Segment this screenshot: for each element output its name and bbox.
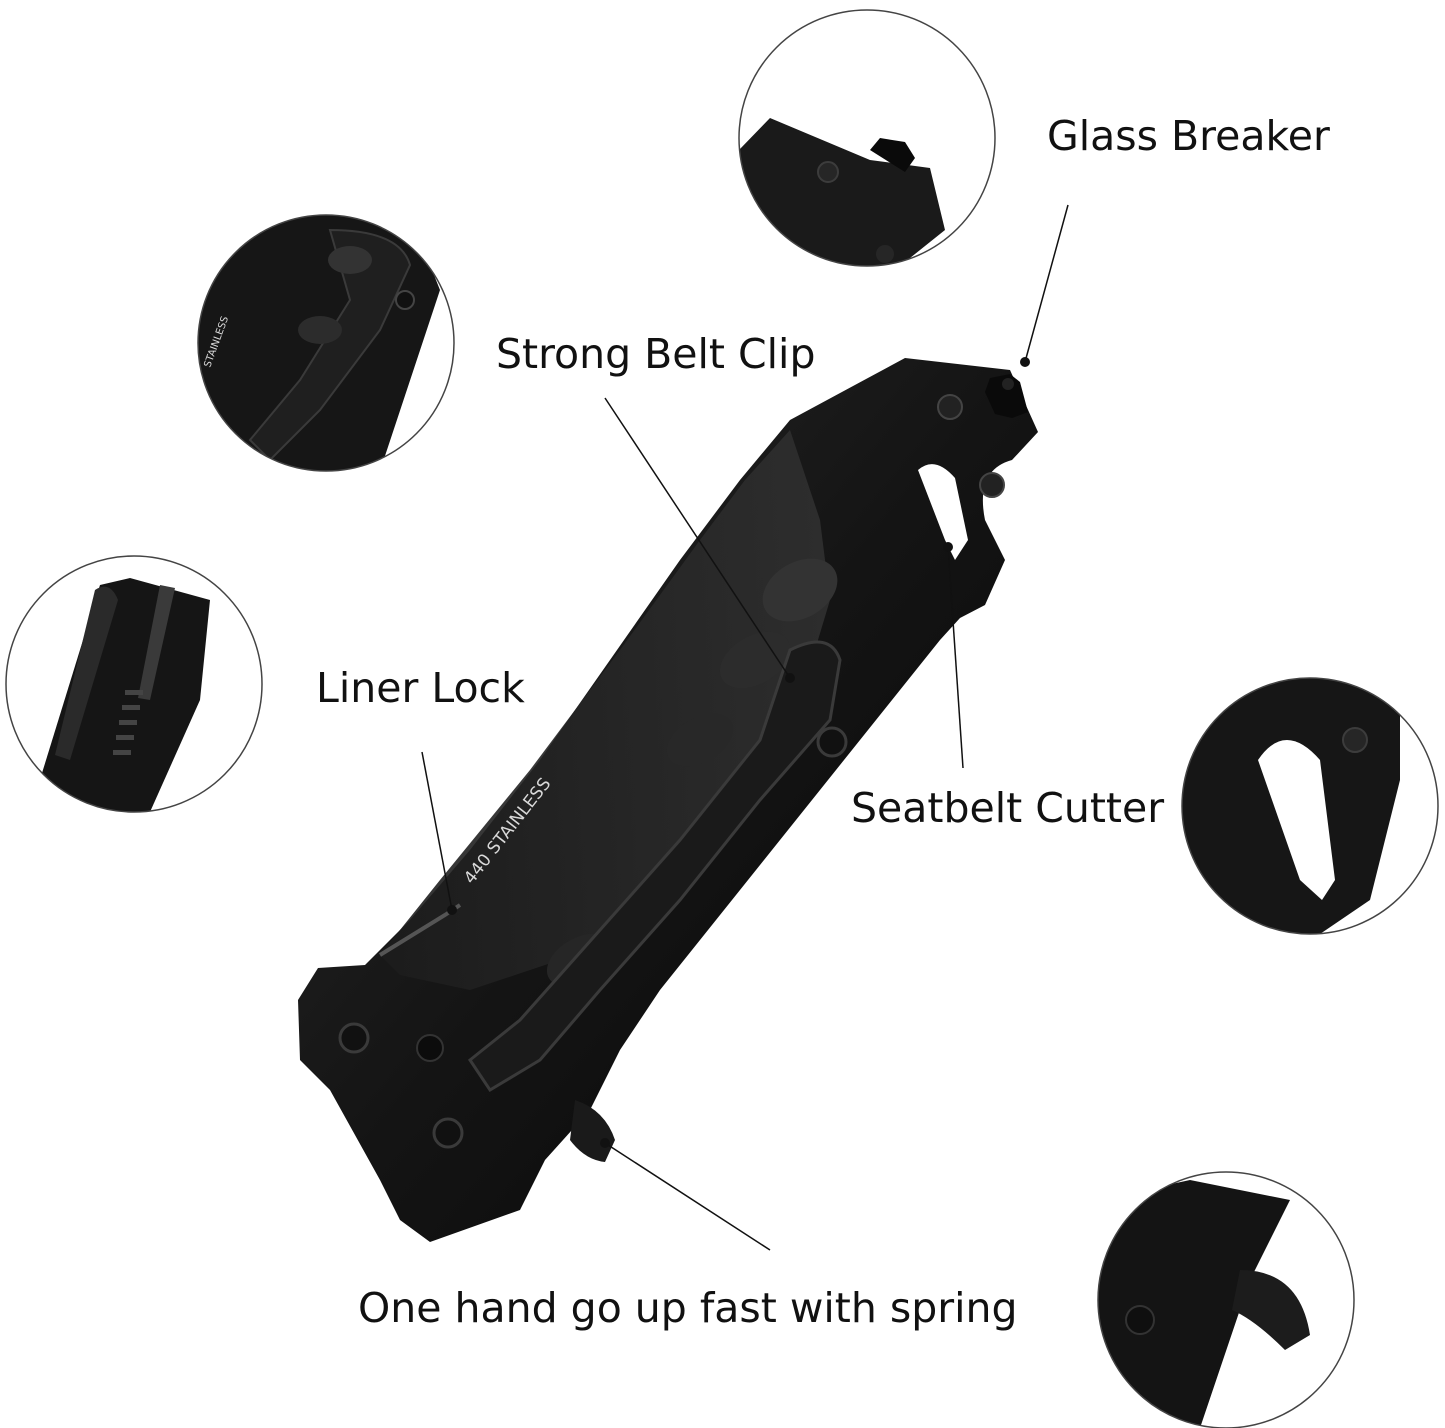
leader-dots	[447, 357, 1030, 1148]
detail-circle-seatbelt-cutter	[1181, 677, 1439, 935]
label-spring: One hand go up fast with spring	[358, 1284, 1018, 1332]
leader-lines	[421, 204, 1069, 1251]
label-liner-lock: Liner Lock	[316, 664, 525, 712]
detail-circle-belt-clip: STAINLESS	[197, 214, 455, 472]
knife-icon: 440 STAINLESS	[298, 358, 1038, 1242]
detail-circle-flipper	[1097, 1171, 1355, 1428]
knife-blade	[380, 430, 830, 990]
belt-clip-icon	[467, 640, 842, 1093]
flipper-spring-icon	[570, 1100, 615, 1162]
label-seatbelt-cutter: Seatbelt Cutter	[851, 784, 1165, 832]
detail-circle-liner-lock	[5, 555, 263, 813]
label-belt-clip: Strong Belt Clip	[496, 330, 816, 378]
label-glass-breaker: Glass Breaker	[1047, 112, 1330, 160]
seatbelt-cutter-icon	[918, 464, 968, 560]
glass-breaker-icon	[985, 374, 1028, 418]
detail-circle-glass-breaker	[738, 9, 996, 267]
